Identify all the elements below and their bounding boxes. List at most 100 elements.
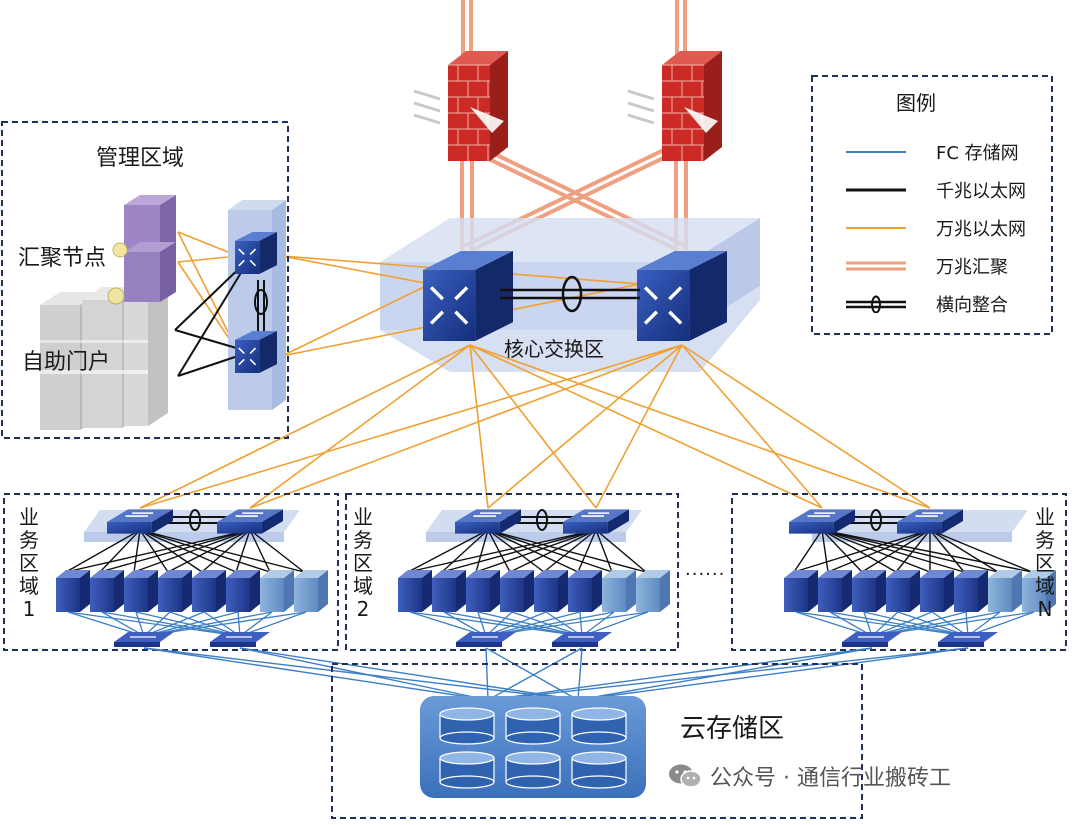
business-zone-1-switch: [217, 509, 283, 534]
business-zone-n-group: [784, 509, 1056, 647]
business-zone-n-fc-links: [795, 611, 1035, 637]
legend-item: 万兆以太网: [846, 214, 1026, 242]
business-zone-n-gbe-links: [793, 529, 1033, 573]
business-zone-2-fc-switch: [456, 632, 516, 647]
business-zone-n-char: 区: [1035, 551, 1055, 575]
business-zone-1-char: 区: [19, 551, 39, 575]
business-zone-n-label: 业 务 区 域 N: [1034, 506, 1056, 621]
business-zone-n-char: 域: [1035, 574, 1055, 598]
storage-disk: [439, 707, 495, 745]
legend-item: 横向整合: [846, 290, 1008, 318]
business-zone-1-switch: [107, 509, 173, 534]
business-zone-1-group: [56, 509, 328, 647]
business-zone-1-server: [124, 570, 158, 612]
legend-item: 千兆以太网: [846, 176, 1026, 204]
business-zone-1-char: 业: [19, 505, 39, 529]
legend-title: 图例: [896, 91, 936, 115]
storage-disk: [439, 751, 495, 789]
core-switch-right: [637, 251, 727, 341]
business-zone-n-char: 业: [1035, 505, 1055, 529]
legend-swatch: [846, 257, 906, 275]
business-zone-n-server: [920, 570, 954, 612]
business-zone-n-server: [886, 570, 920, 612]
management-switch-bottom: [235, 331, 277, 373]
watermark-text: 公众号 · 通信行业搬砖工: [710, 766, 951, 791]
business-zone-n-server: [988, 570, 1022, 612]
business-zone-1-server: [158, 570, 192, 612]
legend-swatch: [846, 181, 906, 199]
legend-label: 万兆以太网: [936, 219, 1026, 240]
business-zone-2-char: 务: [353, 528, 373, 552]
business-zone-n-fc-switch: [842, 632, 902, 647]
management-zone-frame: [1, 121, 289, 439]
aggregation-servers: [107, 195, 176, 305]
business-zone-n-switch: [897, 509, 963, 534]
business-zone-1-server: [192, 570, 226, 612]
business-zone-2-server: [466, 570, 500, 612]
business-zone-2-server: [398, 570, 432, 612]
storage-disk: [571, 751, 627, 789]
business-zone-2-switch: [455, 509, 521, 534]
core-horizontal-integration: [500, 275, 640, 313]
storage-disk: [571, 707, 627, 745]
business-zone-2-label: 业 务 区 域 2: [352, 506, 374, 621]
business-zone-n-server: [1022, 570, 1056, 612]
business-zone-n-server: [954, 570, 988, 612]
business-zone-2-fc-links: [409, 611, 649, 637]
legend-swatch: [846, 219, 906, 237]
firewall-icon: [627, 51, 722, 161]
firewalls: [413, 51, 722, 161]
storage-disk: [505, 751, 561, 789]
legend-item: FC 存储网: [846, 138, 1019, 166]
self-service-portal-label: 自助门户: [22, 350, 111, 375]
business-zone-1-server: [294, 570, 328, 612]
business-zone-n-switch: [789, 509, 855, 534]
business-zone-1-server: [56, 570, 90, 612]
business-zone-1-fc-switch: [210, 632, 270, 647]
business-zone-1-fc-links: [67, 611, 307, 637]
aggregation-node-label: 汇聚节点: [18, 246, 107, 271]
business-zone-2-server: [500, 570, 534, 612]
business-zone-2-char: 业: [353, 505, 373, 529]
management-zone-title: 管理区域: [96, 146, 185, 171]
business-zone-1-server: [90, 570, 124, 612]
business-zone-2-server: [636, 570, 670, 612]
business-zone-n-server: [784, 570, 818, 612]
business-zone-n-server: [818, 570, 852, 612]
firewall-icon: [413, 51, 508, 161]
business-zone-2-char: 域: [353, 574, 373, 598]
legend-item: 万兆汇聚: [846, 252, 1008, 280]
business-zones-content: [56, 509, 1056, 647]
business-zone-2-server: [534, 570, 568, 612]
business-zone-2-char: 区: [353, 551, 373, 575]
business-zone-n-char: 务: [1035, 528, 1055, 552]
business-zone-n-server: [852, 570, 886, 612]
legend-label: FC 存储网: [936, 143, 1019, 164]
switches: [235, 232, 727, 373]
business-zone-2-server: [568, 570, 602, 612]
business-zone-2-gbe-links: [407, 529, 647, 573]
legend-swatch: [846, 295, 906, 314]
business-zone-2-frame: [345, 493, 679, 651]
business-zone-n-frame: [731, 493, 1067, 651]
zone-ellipsis: ......: [685, 559, 726, 580]
fc-storage-links: [143, 647, 969, 701]
business-zone-n-char: N: [1037, 597, 1053, 621]
business-zone-2-switch-platform-edge: [426, 532, 626, 542]
legend-label: 万兆汇聚: [936, 257, 1008, 278]
business-zone-1-server: [260, 570, 294, 612]
core-switch-left: [423, 251, 513, 341]
watermark: 公众号 · 通信行业搬砖工: [668, 760, 951, 792]
legend-frame: [811, 75, 1053, 335]
business-zone-n-fc-switch: [938, 632, 998, 647]
business-zone-2-switch: [563, 509, 629, 534]
wechat-icon: [668, 763, 702, 789]
storage-disk: [505, 707, 561, 745]
core-exchange-zone-label: 核心交换区: [504, 337, 604, 361]
cloud-storage-zone-label: 云存储区: [680, 714, 785, 744]
business-zone-1-label: 业 务 区 域 1: [18, 506, 40, 621]
business-zone-2-server: [602, 570, 636, 612]
business-zone-1-char: 务: [19, 528, 39, 552]
